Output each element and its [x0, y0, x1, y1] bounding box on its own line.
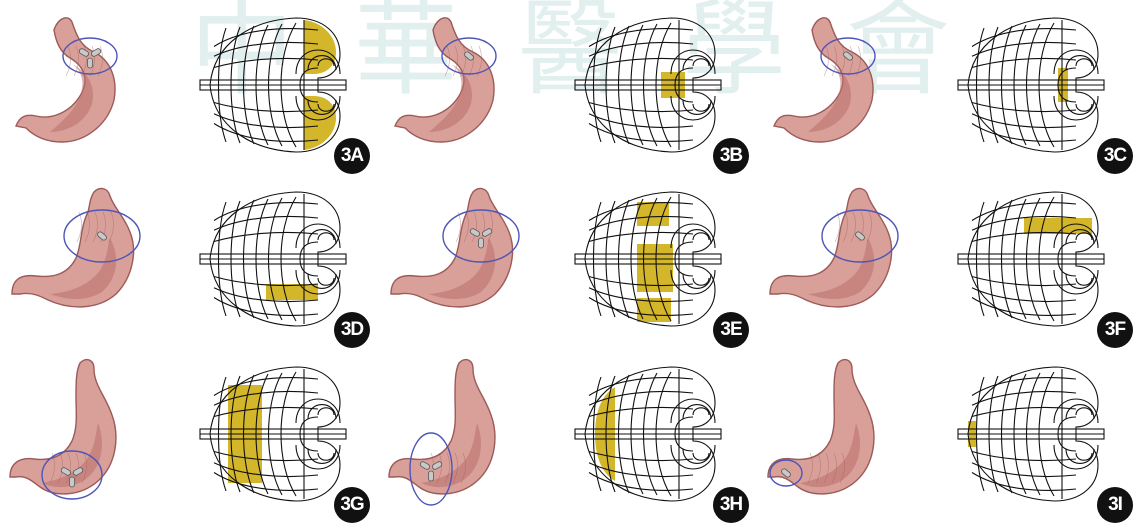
- highlighted-region: [266, 284, 318, 300]
- map-parallel: [214, 103, 318, 112]
- figure-panel: 3G: [0, 351, 379, 527]
- stomach-shape: [391, 189, 513, 307]
- stomach-illustration: [6, 182, 156, 342]
- map-parallel: [972, 58, 1076, 67]
- stomach-map-diagram: [200, 190, 350, 332]
- stomach-map-diagram: [958, 365, 1108, 507]
- stomach-illustration: [764, 357, 914, 517]
- map-contour: [683, 274, 711, 288]
- highlighted-region: [1024, 218, 1092, 234]
- map-parallel: [972, 43, 1076, 57]
- stomach-illustration: [764, 182, 914, 342]
- map-parallel: [972, 288, 1076, 302]
- map-contour: [683, 405, 711, 419]
- panel-label-badge: 3H: [713, 487, 749, 523]
- stomach-map-grid: [200, 192, 346, 326]
- map-contour: [308, 405, 336, 419]
- stomach-shape: [389, 360, 495, 494]
- capsule-icon: [478, 238, 483, 248]
- map-parallel: [972, 392, 1076, 406]
- map-contour: [1066, 449, 1094, 463]
- figure-panel: 3C: [758, 2, 1137, 178]
- map-parallel: [972, 463, 1076, 477]
- map-parallel: [214, 43, 318, 57]
- stomach-shape: [10, 360, 116, 494]
- stomach-map-grid: [200, 18, 346, 152]
- map-parallel: [972, 103, 1076, 112]
- map-contour: [308, 449, 336, 463]
- map-contour: [1066, 56, 1094, 70]
- map-parallel: [972, 452, 1076, 461]
- stomach-map-grid: [958, 192, 1104, 326]
- panel-label-badge: 3C: [1097, 138, 1133, 174]
- stomach-map-grid: [575, 192, 721, 326]
- map-parallel: [214, 58, 318, 67]
- map-parallel: [972, 407, 1076, 416]
- stomach-map-diagram: [575, 365, 725, 507]
- panel-label-badge: 3A: [334, 138, 370, 174]
- stomach-map-grid: [575, 367, 721, 501]
- figure-panel: 3E: [379, 176, 758, 352]
- map-contour: [683, 230, 711, 244]
- capsule-icon: [87, 58, 92, 68]
- map-parallel: [589, 58, 693, 67]
- map-contour: [683, 449, 711, 463]
- map-contour: [308, 230, 336, 244]
- stomach-map-diagram: [575, 190, 725, 332]
- stomach-shape: [770, 189, 892, 307]
- panel-label-badge: 3B: [713, 138, 749, 174]
- panel-label-badge: 3G: [334, 487, 370, 523]
- figure-panel: 3A: [0, 2, 379, 178]
- stomach-map-grid: [958, 367, 1104, 501]
- highlight-cell: [266, 284, 318, 300]
- stomach-map-diagram: [958, 16, 1108, 158]
- map-parallel: [589, 232, 693, 241]
- capsule-icon: [69, 477, 74, 487]
- stomach-illustration: [385, 182, 535, 342]
- map-parallel: [972, 277, 1076, 286]
- stomach-illustration: [385, 357, 535, 517]
- stomach-map-diagram: [575, 16, 725, 158]
- map-contour: [1066, 100, 1094, 114]
- figure-panel: 3H: [379, 351, 758, 527]
- figure-panel: 3D: [0, 176, 379, 352]
- highlighted-region: [637, 202, 673, 322]
- figure-panel: 3F: [758, 176, 1137, 352]
- stomach-illustration: [6, 8, 156, 168]
- map-parallel: [589, 43, 693, 57]
- map-parallel: [214, 232, 318, 241]
- panel-label-badge: 3I: [1097, 487, 1133, 523]
- map-parallel: [214, 114, 318, 128]
- map-contour: [683, 100, 711, 114]
- map-contour: [1066, 274, 1094, 288]
- stomach-map-grid: [200, 367, 346, 501]
- panel-label-badge: 3D: [334, 312, 370, 348]
- stomach-map-grid: [958, 18, 1104, 152]
- map-contour: [683, 56, 711, 70]
- stomach-map-diagram: [200, 16, 350, 158]
- panel-label-badge: 3E: [713, 312, 749, 348]
- stomach-illustration: [764, 8, 914, 168]
- figure-panel: 3I: [758, 351, 1137, 527]
- highlight-cell: [1024, 218, 1092, 234]
- figure-panel: 3B: [379, 2, 758, 178]
- stomach-map-grid: [575, 18, 721, 152]
- stomach-illustration: [6, 357, 156, 517]
- map-parallel: [589, 103, 693, 112]
- map-parallel: [589, 114, 693, 128]
- map-parallel: [214, 217, 318, 231]
- stomach-shape: [12, 189, 134, 307]
- capsule-icon: [428, 471, 433, 481]
- map-parallel: [972, 114, 1076, 128]
- panel-label-badge: 3F: [1097, 312, 1133, 348]
- stomach-map-diagram: [200, 365, 350, 507]
- map-contour: [1066, 405, 1094, 419]
- stomach-map-diagram: [958, 190, 1108, 332]
- stomach-illustration: [385, 8, 535, 168]
